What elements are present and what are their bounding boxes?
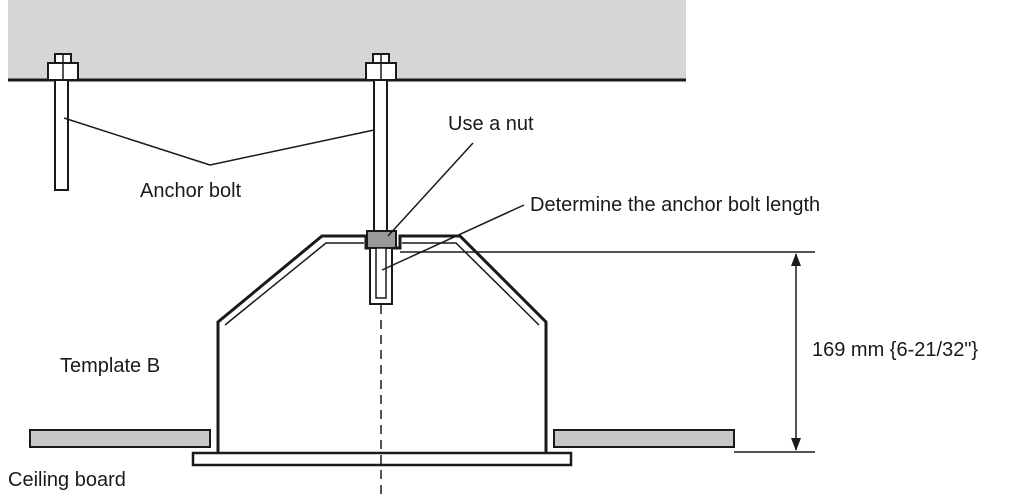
leader-anchor-bolt-left bbox=[63, 117, 211, 166]
ceiling-board-label: Ceiling board bbox=[8, 469, 126, 491]
center-anchor-bolt bbox=[365, 53, 397, 233]
template-b-inner-edge-right bbox=[402, 242, 540, 326]
leader-use-a-nut bbox=[387, 142, 474, 237]
dimension-arrow-bottom bbox=[791, 438, 801, 451]
bolt-tip bbox=[375, 247, 387, 299]
dimension-arrow-top bbox=[791, 253, 801, 266]
ceiling-board-left bbox=[29, 429, 211, 448]
anchor-bolt-label: Anchor bolt bbox=[140, 180, 242, 202]
leader-anchor-bolt-center bbox=[209, 129, 375, 166]
template-base bbox=[191, 451, 573, 467]
template-b-label: Template B bbox=[60, 355, 161, 377]
nut bbox=[366, 230, 397, 249]
ceiling-slab bbox=[8, 0, 686, 80]
use-a-nut-label: Use a nut bbox=[448, 113, 534, 135]
template-b-inner-edge bbox=[224, 242, 364, 326]
leader-anchor-bolt-length bbox=[381, 204, 525, 271]
ceiling-board-right bbox=[553, 429, 735, 448]
dimension-label: 169 mm {6-21/32"} bbox=[812, 339, 979, 361]
determine-length-label: Determine the anchor bolt length bbox=[530, 194, 821, 216]
left-anchor-bolt bbox=[47, 53, 79, 191]
